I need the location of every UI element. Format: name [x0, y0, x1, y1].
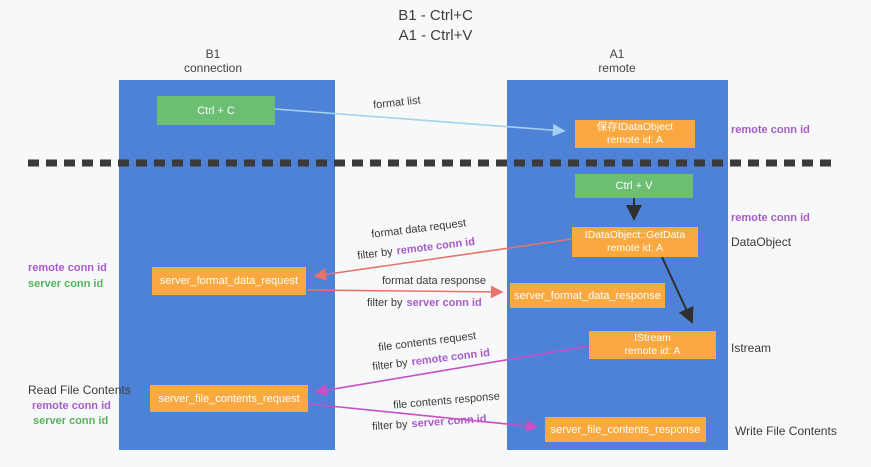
save-idataobject-line1: 保存IDataObject: [596, 121, 674, 133]
ctrl-c-label: Ctrl + C: [197, 104, 235, 117]
server-file-contents-response-label: server_file_contents_response: [550, 423, 701, 436]
write-file-contents-label: Write File Contents: [735, 424, 837, 438]
lane-header-a1: A1 remote: [547, 47, 687, 75]
format-data-request-label: format data request: [371, 217, 467, 241]
istream-box: IStream remote id: A: [589, 331, 716, 359]
format-data-request-text: format data request: [370, 217, 467, 241]
server-conn-id-label-bottom: server conn id: [33, 415, 109, 427]
format-data-response-text: format data response: [382, 275, 486, 287]
dataobject-label: DataObject: [731, 235, 792, 249]
idataobject-getdata-box: IDataObject::GetData remote id: A: [572, 227, 698, 257]
server-conn-id-text: server conn id: [411, 413, 487, 431]
istream-side-label: Istream: [731, 341, 772, 355]
ctrl-v-box: Ctrl + V: [575, 174, 693, 198]
istream-line2: remote id: A: [624, 345, 681, 357]
ctrl-c-box: Ctrl + C: [157, 96, 275, 125]
save-idataobject-box: 保存IDataObject remote id: A: [575, 120, 695, 148]
filter-by-text: filter by: [367, 297, 403, 309]
server-format-data-request-label: server_format_data_request: [159, 275, 299, 287]
format-list-text: format list: [372, 94, 422, 112]
istream-line1: IStream: [634, 332, 671, 344]
diagram-title-line2: A1 - Ctrl+V: [398, 27, 473, 44]
server-conn-id-label-left: server conn id: [28, 278, 104, 290]
format-data-response-label: format data response: [382, 275, 486, 287]
lane-b1-name: B1: [205, 47, 221, 61]
file-contents-response-text: file contents response: [392, 390, 501, 412]
format-data-response-arrow: [307, 285, 504, 299]
read-file-contents-label: Read File Contents: [28, 383, 131, 397]
remote-conn-id-text: remote conn id: [395, 235, 476, 258]
file-response-filter-label: filter by server conn id: [372, 413, 487, 433]
server-format-data-request-box: server_format_data_request: [152, 267, 306, 295]
server-format-data-response-label: server_format_data_response: [514, 289, 661, 302]
ctrl-v-label: Ctrl + V: [615, 180, 653, 192]
server-file-contents-response-box: server_file_contents_response: [545, 417, 706, 442]
lane-a1-role: remote: [598, 61, 636, 75]
filter-by-text: filter by: [371, 418, 408, 433]
remote-conn-id-text: remote conn id: [410, 346, 491, 369]
remote-conn-id-label-left: remote conn id: [28, 262, 107, 274]
server-file-contents-request-box: server_file_contents_request: [150, 385, 308, 412]
remote-conn-id-label-top: remote conn id: [731, 124, 810, 136]
getdata-line1: IDataObject::GetData: [584, 229, 686, 241]
save-idataobject-line2: remote id: A: [606, 134, 664, 146]
file-contents-response-label: file contents response: [393, 390, 501, 411]
lane-header-b1: B1 connection: [143, 47, 283, 75]
remote-conn-id-label-bottom: remote conn id: [32, 400, 111, 412]
server-file-contents-request-label: server_file_contents_request: [158, 392, 300, 405]
server-conn-id-text: server conn id: [406, 297, 482, 309]
filter-by-text: filter by: [356, 245, 394, 263]
getdata-line2: remote id: A: [606, 242, 664, 254]
server-format-data-response-box: server_format_data_response: [510, 283, 665, 308]
lane-a1-name: A1: [609, 47, 625, 61]
remote-conn-id-label-mid: remote conn id: [731, 212, 810, 224]
diagram-title-line1: B1 - Ctrl+C: [398, 7, 473, 24]
lane-b1-role: connection: [183, 61, 243, 75]
diagram-title: B1 - Ctrl+C A1 - Ctrl+V: [0, 6, 871, 46]
format-response-filter-label: filter by server conn id: [367, 297, 482, 309]
format-list-label: format list: [373, 95, 422, 112]
filter-by-text: filter by: [371, 356, 409, 374]
